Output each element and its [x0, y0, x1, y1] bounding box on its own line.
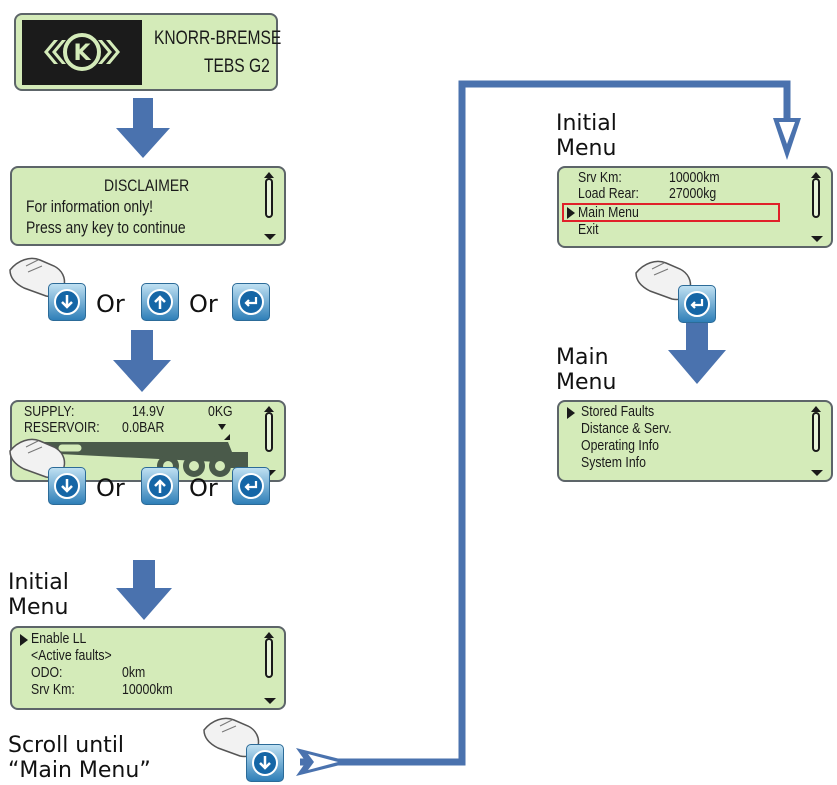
initial-menu-label: Initial Menu: [8, 570, 69, 620]
odo-value: 0km: [122, 664, 146, 681]
menu-item-stored-faults[interactable]: Stored Faults: [581, 403, 655, 420]
selection-pointer-icon: [567, 207, 575, 219]
menu-item-operating-info[interactable]: Operating Info: [581, 437, 659, 454]
enter-button[interactable]: [232, 467, 270, 505]
scroll-top-icon: [811, 172, 821, 178]
disclaimer-title: DISCLAIMER: [104, 176, 190, 195]
scrollbar-thumb: [812, 412, 820, 452]
srv-value: 10000km: [122, 681, 173, 698]
scroll-down-icon: [264, 698, 276, 704]
down-arrow-3: [116, 560, 172, 620]
enter-button[interactable]: [678, 285, 716, 323]
enter-icon: [238, 473, 264, 499]
menu-item-enable-ll: Enable LL: [31, 630, 87, 647]
arrow-up-icon: [147, 473, 173, 499]
disclaimer-line1: For information only!: [26, 197, 154, 216]
enter-icon: [684, 291, 710, 317]
connector-line: [300, 80, 791, 766]
selection-pointer-icon: [567, 407, 575, 419]
scrollbar-thumb: [812, 178, 820, 218]
scroll-top-icon: [264, 632, 274, 638]
scrollbar-thumb: [265, 178, 273, 218]
scroll-down-icon: [811, 470, 823, 476]
menu-item-distance-serv[interactable]: Distance & Serv.: [581, 420, 672, 437]
main-menu-screen: Stored Faults Distance & Serv. Operating…: [557, 400, 833, 482]
initial-menu-label-right: Initial Menu: [556, 111, 617, 161]
scrollbar-thumb: [265, 412, 273, 452]
load-rear-value: 27000kg: [669, 185, 717, 202]
scroll-down-icon: [264, 234, 276, 240]
scroll-top-icon: [264, 406, 274, 412]
supply-label: SUPPLY:: [24, 403, 75, 420]
brand-name: KNORR-BREMSE: [154, 28, 282, 49]
arrow-down-icon: [54, 473, 80, 499]
down-button[interactable]: [48, 467, 86, 505]
menu-item-exit: Exit: [578, 221, 599, 238]
knorr-logo: K: [22, 20, 142, 85]
enter-button[interactable]: [232, 283, 270, 321]
menu-item-system-info[interactable]: System Info: [581, 454, 646, 471]
down-arrow-1: [116, 98, 170, 158]
initial-menu-screen-main: Srv Km: 10000km Load Rear: 27000kg Main …: [557, 166, 833, 248]
arrow-down-icon: [54, 289, 80, 315]
odo-label: ODO:: [31, 664, 63, 681]
selection-pointer-icon: [20, 634, 28, 646]
menu-item-main-menu: Main Menu: [578, 204, 639, 221]
down-arrow-2: [113, 330, 171, 392]
or-label: Or: [189, 474, 218, 502]
or-label: Or: [189, 290, 218, 318]
scroll-down-icon: [811, 236, 823, 242]
menu-item-active-faults: <Active faults>: [31, 647, 112, 664]
main-menu-highlight[interactable]: [562, 203, 780, 222]
down-indicator-icon: [218, 424, 226, 430]
down-button[interactable]: [246, 744, 284, 782]
srv-value: 10000km: [669, 169, 720, 186]
up-button[interactable]: [141, 283, 179, 321]
srv-label: Srv Km:: [31, 681, 75, 698]
enter-icon: [238, 289, 264, 315]
down-arrow-4: [668, 320, 726, 384]
scroll-top-icon: [264, 172, 274, 178]
load-rear-label: Load Rear:: [578, 185, 639, 202]
scrollbar-thumb: [265, 638, 273, 678]
weight-value: 0KG: [208, 403, 233, 420]
up-button[interactable]: [141, 467, 179, 505]
arrow-down-icon: [252, 750, 278, 776]
arrow-up-icon: [147, 289, 173, 315]
main-menu-label: Main Menu: [556, 345, 617, 395]
initial-menu-screen: Enable LL <Active faults> ODO: 0km Srv K…: [10, 626, 286, 710]
scroll-top-icon: [811, 406, 821, 412]
or-label: Or: [96, 474, 125, 502]
or-label: Or: [96, 290, 125, 318]
hand-pointer-icon: [635, 260, 692, 301]
disclaimer-line2: Press any key to continue: [26, 218, 186, 237]
scroll-down-icon: [264, 470, 276, 476]
model-name: TEBS G2: [204, 56, 270, 77]
svg-text:K: K: [73, 41, 91, 66]
supply-value: 14.9V: [132, 403, 165, 420]
srv-label: Srv Km:: [578, 169, 622, 186]
down-button[interactable]: [48, 283, 86, 321]
scroll-instruction: Scroll until “Main Menu”: [8, 733, 151, 783]
splash-screen: K KNORR-BREMSE TEBS G2: [14, 13, 282, 91]
reservoir-value: 0.0BAR: [122, 419, 165, 436]
reservoir-label: RESERVOIR:: [24, 419, 100, 436]
disclaimer-screen: DISCLAIMER For information only! Press a…: [10, 166, 286, 246]
